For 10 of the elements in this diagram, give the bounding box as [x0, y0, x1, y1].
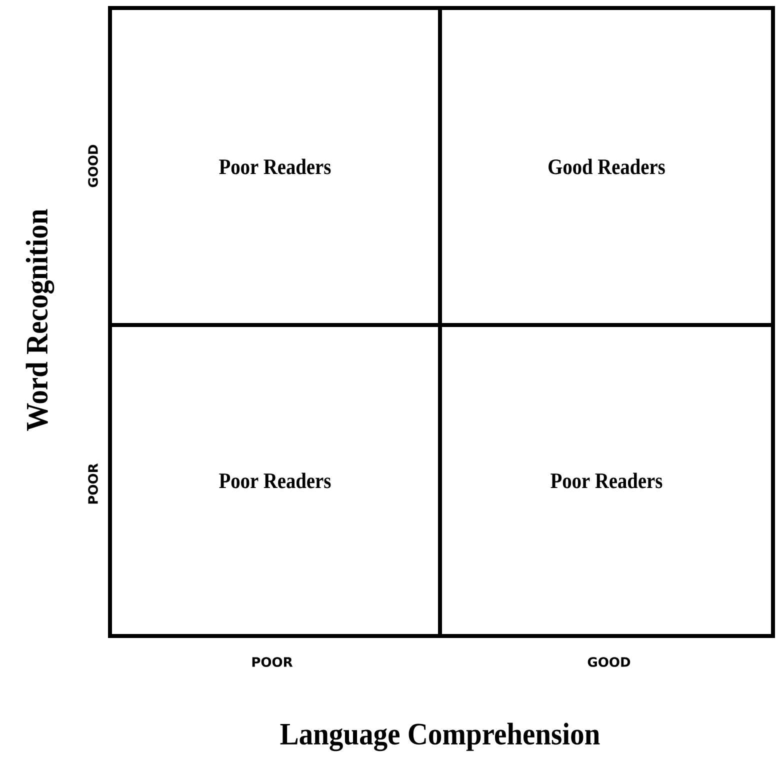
axis-tick-label: POOR — [252, 657, 293, 667]
quadrant-cell: Good Readers — [438, 6, 775, 327]
quadrant-cell: Poor Readers — [108, 323, 442, 638]
axis-tick-label: GOOD — [588, 657, 630, 667]
axis-tick-label: POOR — [88, 463, 98, 504]
axis-title: Word Recognition — [26, 209, 54, 431]
axis-title: Language Comprehension — [280, 722, 600, 752]
quadrant-cell: Poor Readers — [108, 6, 442, 327]
axis-tick-label: GOOD — [88, 144, 98, 188]
quadrant-cell: Poor Readers — [438, 323, 775, 638]
